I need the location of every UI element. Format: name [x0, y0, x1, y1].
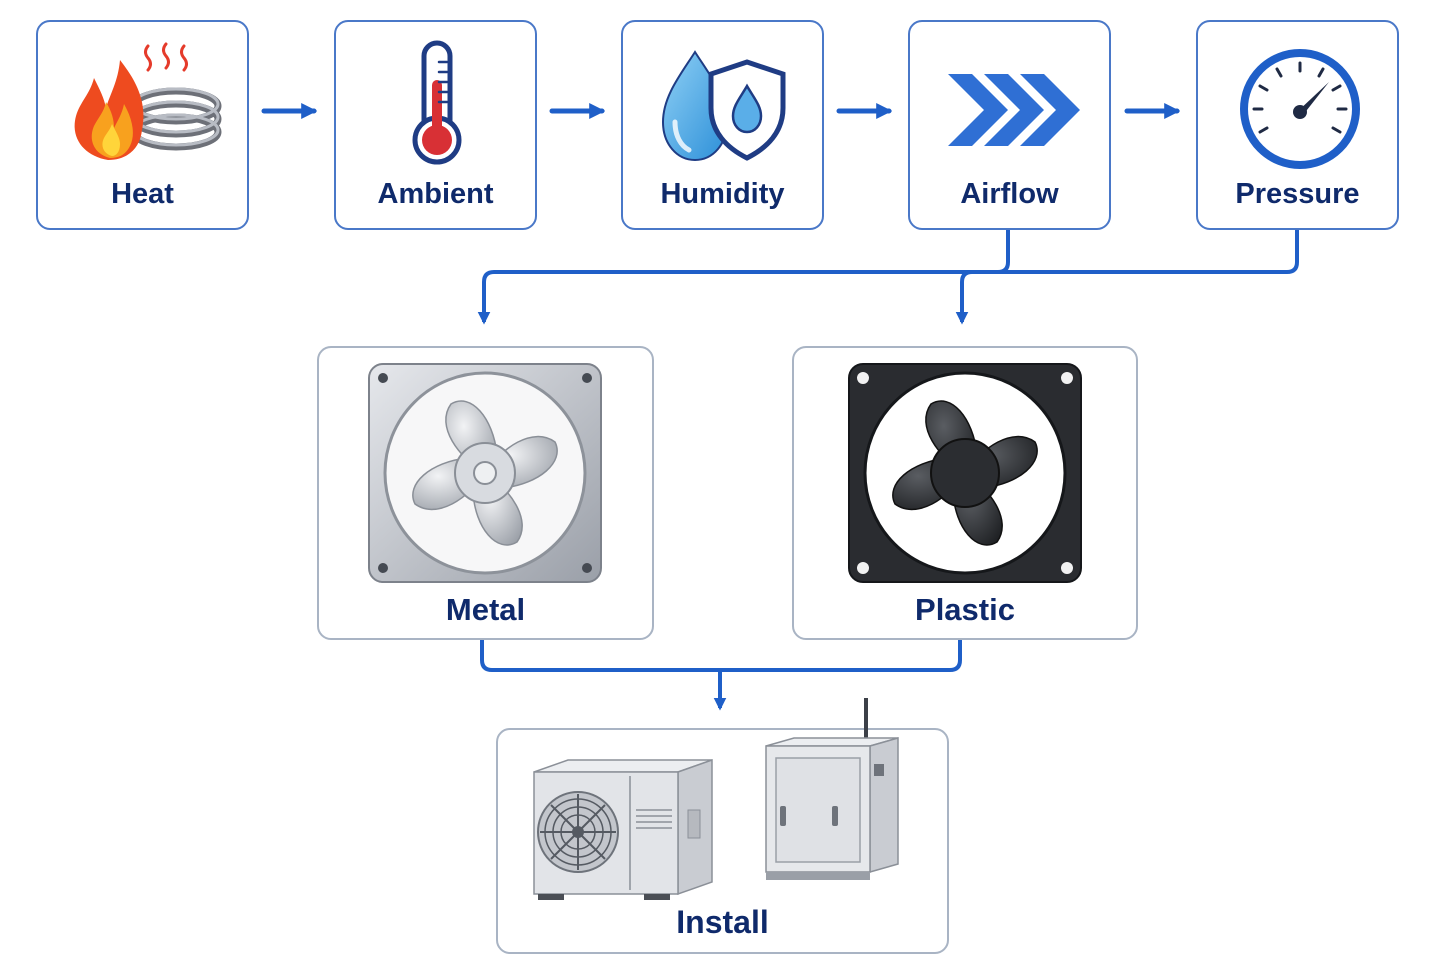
connector-to-install	[480, 640, 962, 708]
connector-pressure-bus	[955, 230, 1299, 325]
pressure-gauge-icon	[1240, 49, 1360, 169]
option-label: Metal	[445, 592, 526, 627]
water-drop-shield-icon	[661, 50, 786, 162]
flame-coil-icon	[74, 42, 222, 160]
step-humidity: Humidity	[621, 20, 824, 230]
step-ambient: Ambient	[334, 20, 537, 230]
step-label: Ambient	[377, 178, 494, 210]
connector-airflow-pressure-bus	[477, 230, 1010, 325]
electrical-cabinet-icon	[765, 698, 899, 880]
install-label: Install	[676, 904, 769, 940]
option-metal: Metal	[317, 346, 654, 640]
step-airflow: Airflow	[908, 20, 1111, 230]
step-pressure: Pressure	[1196, 20, 1399, 230]
step-heat: Heat	[36, 20, 249, 230]
option-plastic: Plastic	[792, 346, 1138, 640]
metal-fan-icon	[368, 363, 602, 583]
step-label: Heat	[111, 178, 174, 210]
step-label: Pressure	[1235, 178, 1360, 210]
step-install: Install	[496, 698, 949, 954]
thermometer-icon	[412, 40, 462, 165]
step-label: Airflow	[960, 178, 1059, 210]
plastic-fan-icon	[848, 363, 1082, 583]
outdoor-unit-icon	[533, 758, 713, 900]
chevrons-icon	[948, 74, 1080, 146]
step-label: Humidity	[660, 178, 785, 210]
option-label: Plastic	[915, 592, 1015, 627]
